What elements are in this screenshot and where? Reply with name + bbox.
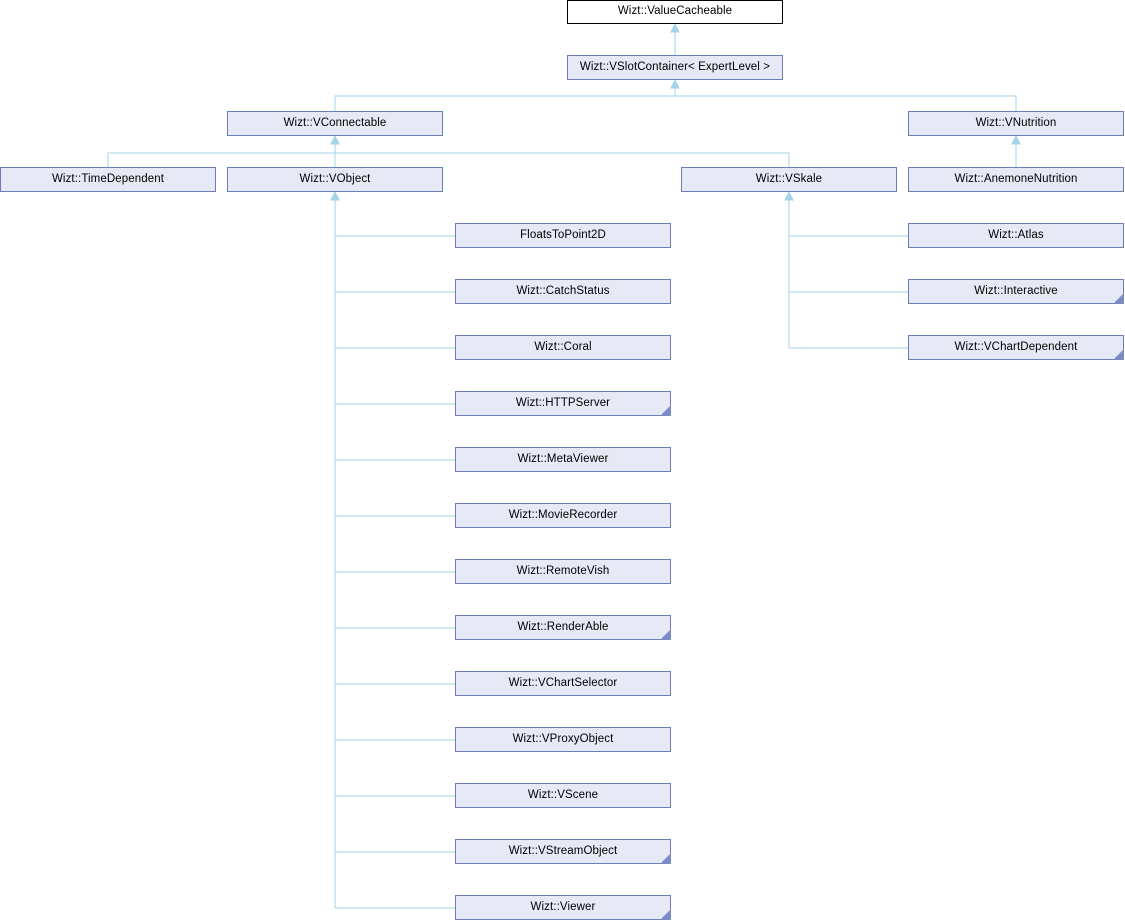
class-node-label: Wizt::VConnectable (283, 116, 387, 129)
class-node-label: Wizt::MetaViewer (517, 452, 609, 465)
class-node-vobject[interactable]: Wizt::VObject (227, 167, 443, 192)
inheritance-arrowhead-vobject (330, 190, 340, 201)
class-node-label: Wizt::AnemoneNutrition (954, 172, 1078, 185)
class-node-vslotcontainer[interactable]: Wizt::VSlotContainer< ExpertLevel > (567, 55, 783, 80)
class-node-label: Wizt::MovieRecorder (508, 508, 618, 521)
class-node-label: Wizt::Coral (534, 340, 592, 353)
edge-vskale-to-vconnectable (335, 152, 790, 167)
inheritance-arrowhead-vconnectable (330, 134, 340, 145)
class-node-label: Wizt::VStreamObject (508, 844, 618, 857)
class-node-label: Wizt::Viewer (530, 900, 596, 913)
collapsed-subtree-fold-icon[interactable] (660, 853, 671, 864)
class-node-metaviewer[interactable]: Wizt::MetaViewer (455, 447, 671, 472)
class-node-renderable[interactable]: Wizt::RenderAble (455, 615, 671, 640)
class-node-vnutrition[interactable]: Wizt::VNutrition (908, 111, 1124, 136)
class-node-label: Wizt::TimeDependent (51, 172, 165, 185)
class-node-label: Wizt::VObject (299, 172, 371, 185)
collapsed-subtree-fold-icon[interactable] (660, 909, 671, 920)
class-node-label: Wizt::VScene (527, 788, 599, 801)
class-node-movierecorder[interactable]: Wizt::MovieRecorder (455, 503, 671, 528)
edge-vnutrition-to-vslotcontainer (675, 95, 1017, 111)
class-node-label: Wizt::VNutrition (975, 116, 1057, 129)
class-node-label: Wizt::VSkale (755, 172, 823, 185)
class-node-vproxyobject[interactable]: Wizt::VProxyObject (455, 727, 671, 752)
class-node-interactive[interactable]: Wizt::Interactive (908, 279, 1124, 304)
class-node-label: Wizt::HTTPServer (515, 396, 611, 409)
class-node-vconnectable[interactable]: Wizt::VConnectable (227, 111, 443, 136)
class-node-httpserver[interactable]: Wizt::HTTPServer (455, 391, 671, 416)
class-node-vchartselector[interactable]: Wizt::VChartSelector (455, 671, 671, 696)
edge-timedependent-to-vconnectable (107, 152, 335, 167)
inheritance-arrowhead-valuecacheable (670, 22, 680, 33)
class-node-coral[interactable]: Wizt::Coral (455, 335, 671, 360)
class-node-label: Wizt::CatchStatus (516, 284, 610, 297)
collapsed-subtree-fold-icon[interactable] (660, 405, 671, 416)
class-node-timedependent[interactable]: Wizt::TimeDependent (0, 167, 216, 192)
collapsed-subtree-fold-icon[interactable] (1113, 293, 1124, 304)
class-node-label: Wizt::VProxyObject (512, 732, 614, 745)
class-node-label: FloatsToPoint2D (520, 228, 606, 241)
class-node-remotevish[interactable]: Wizt::RemoteVish (455, 559, 671, 584)
class-node-valuecacheable[interactable]: Wizt::ValueCacheable (567, 0, 783, 24)
class-node-vchartdependent[interactable]: Wizt::VChartDependent (908, 335, 1124, 360)
class-node-viewer[interactable]: Wizt::Viewer (455, 895, 671, 920)
inheritance-arrowhead-vslotcontainer (670, 78, 680, 89)
class-node-label: Wizt::VChartSelector (508, 676, 618, 689)
class-node-vscene[interactable]: Wizt::VScene (455, 783, 671, 808)
class-node-label: Wizt::Interactive (974, 284, 1058, 297)
inheritance-arrowhead-vskale (784, 190, 794, 201)
class-node-vskale[interactable]: Wizt::VSkale (681, 167, 897, 192)
class-node-label: Wizt::VChartDependent (954, 340, 1078, 353)
class-node-vstreamobject[interactable]: Wizt::VStreamObject (455, 839, 671, 864)
class-node-label: Wizt::Atlas (988, 228, 1044, 241)
class-node-floatstopoint2d[interactable]: FloatsToPoint2D (455, 223, 671, 248)
class-node-label: Wizt::ValueCacheable (617, 5, 733, 18)
class-node-anemonenutrition[interactable]: Wizt::AnemoneNutrition (908, 167, 1124, 192)
collapsed-subtree-fold-icon[interactable] (660, 629, 671, 640)
class-node-label: Wizt::RemoteVish (516, 564, 610, 577)
class-node-atlas[interactable]: Wizt::Atlas (908, 223, 1124, 248)
collapsed-subtree-fold-icon[interactable] (1113, 349, 1124, 360)
class-node-label: Wizt::RenderAble (517, 620, 609, 633)
inheritance-arrowhead-vnutrition (1011, 134, 1021, 145)
edge-vconnectable-to-vslotcontainer (334, 80, 676, 111)
class-node-label: Wizt::VSlotContainer< ExpertLevel > (579, 60, 771, 73)
class-node-catchstatus[interactable]: Wizt::CatchStatus (455, 279, 671, 304)
